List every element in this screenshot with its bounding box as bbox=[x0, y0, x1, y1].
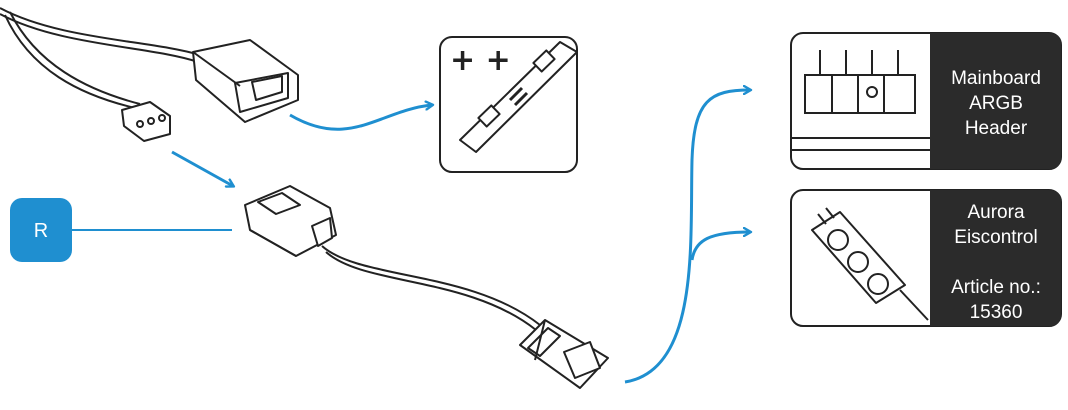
aurora-card: Aurora Eiscontrol Article no.: 15360 bbox=[790, 189, 1062, 327]
fan-connector-female bbox=[192, 39, 299, 123]
adapter-cable bbox=[321, 245, 541, 331]
argb-connector bbox=[519, 319, 609, 389]
led-strip-plus-symbol: + + bbox=[450, 43, 511, 78]
arrow-to-mainboard bbox=[624, 90, 750, 384]
mainboard-label-panel bbox=[930, 33, 1061, 169]
upper-cable bbox=[0, 7, 201, 63]
aurora-label-line-1: Aurora bbox=[967, 202, 1024, 223]
mainboard-header-illustration bbox=[791, 50, 930, 151]
mainboard-label-line-1: Mainboard bbox=[951, 68, 1041, 89]
small-3pin-plug bbox=[121, 101, 171, 142]
mainboard-label-line-3: Header bbox=[965, 118, 1028, 139]
arrow-to-led-strip bbox=[289, 105, 432, 131]
aurora-label-panel bbox=[930, 190, 1061, 326]
mainboard-card: Mainboard ARGB Header bbox=[790, 32, 1062, 170]
aurora-label-line-4: Article no.: bbox=[951, 277, 1041, 298]
arrow-to-adapter bbox=[171, 150, 233, 186]
aurora-label-line-2: Eiscontrol bbox=[954, 227, 1037, 248]
aurora-controller-illustration bbox=[811, 207, 929, 321]
r-badge-label: R bbox=[34, 220, 48, 242]
r-badge: R bbox=[10, 198, 72, 262]
aurora-label-line-5: 15360 bbox=[970, 302, 1023, 323]
mainboard-label-line-2: ARGB bbox=[969, 93, 1023, 114]
branch-cable bbox=[4, 11, 141, 109]
led-strip-card: + + bbox=[439, 36, 578, 173]
led-strip bbox=[459, 41, 578, 153]
adapter-fan-connector bbox=[244, 185, 337, 257]
arrow-to-aurora bbox=[690, 232, 750, 261]
